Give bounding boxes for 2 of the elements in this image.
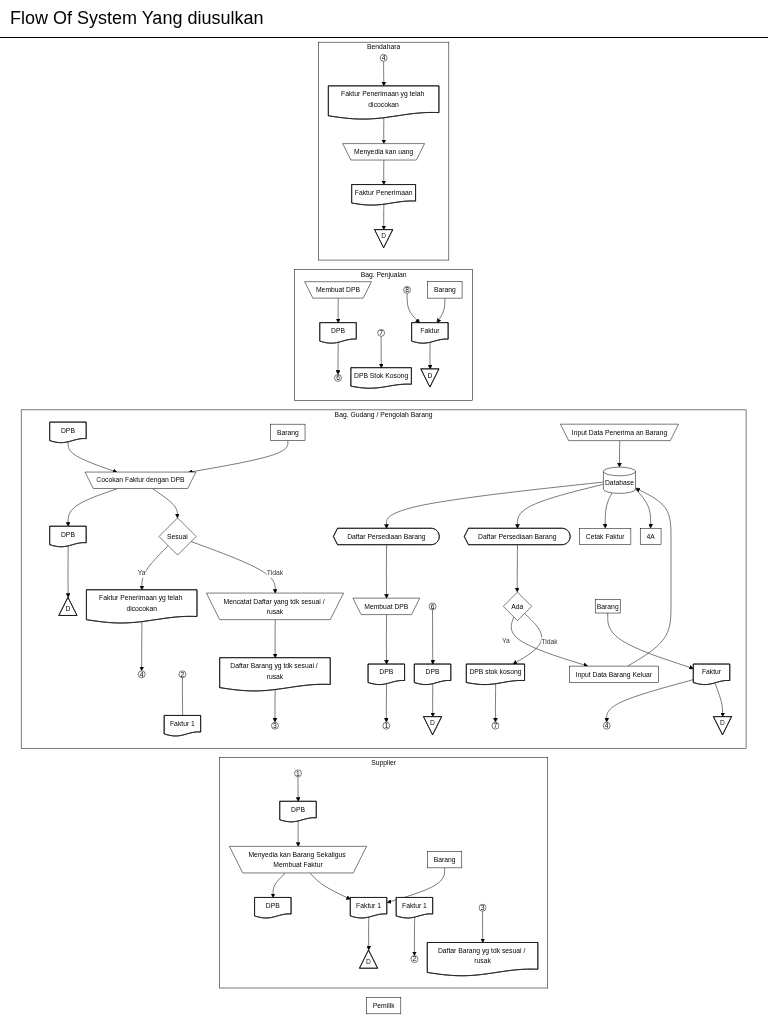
diagram-title: Flow Of System Yang diusulkan — [0, 0, 768, 38]
connector — [182, 677, 184, 716]
